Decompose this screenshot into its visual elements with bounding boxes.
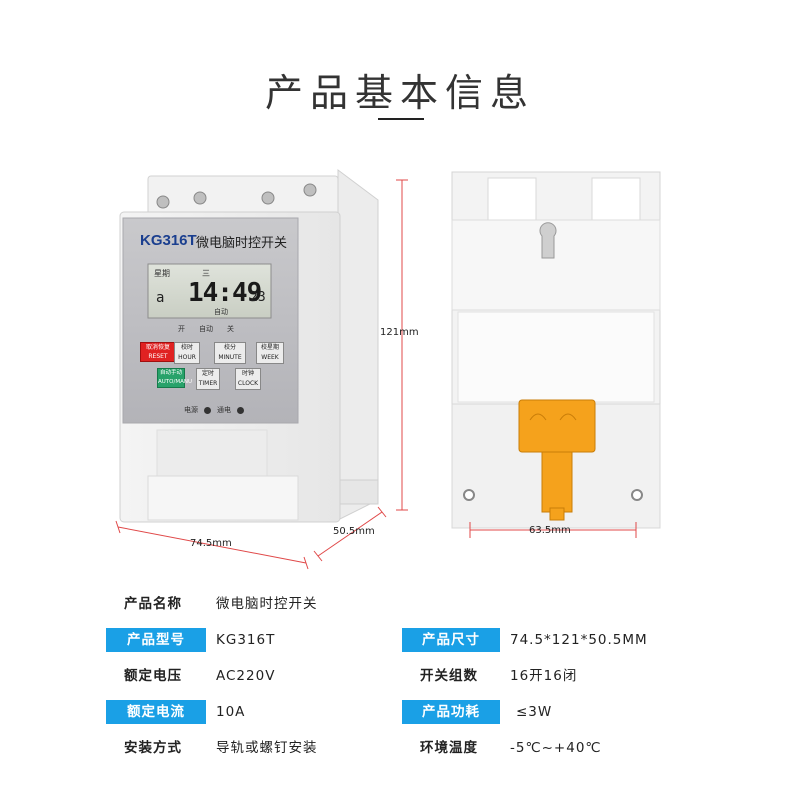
- switch-on-label: 开: [178, 325, 185, 333]
- reset-button-top: 取消恢复: [145, 344, 170, 351]
- reset-button[interactable]: 取消恢复 RESET: [140, 342, 176, 362]
- spec-value: KG316T: [216, 632, 276, 648]
- spec-value: ≤3W: [516, 704, 553, 720]
- week-button-bottom: WEEK: [261, 354, 279, 361]
- spec-value: 16开16闭: [510, 668, 578, 684]
- back-mid-panel: [457, 311, 655, 403]
- spec-row: 额定电流 10A 产品功耗 ≤3W: [106, 700, 696, 736]
- back-top-left-slot: [487, 177, 537, 223]
- mount-dimension-label: 63.5mm: [529, 525, 571, 536]
- model-label: KG316T: [140, 232, 197, 249]
- spec-value: 74.5*121*50.5MM: [510, 632, 648, 648]
- spec-label: 额定电压: [124, 668, 182, 684]
- lcd-weekday-label: 星期: [154, 269, 170, 278]
- lcd-weekday-value: 三: [202, 269, 210, 278]
- lcd-seconds: 23: [250, 290, 266, 305]
- auto-manu-button[interactable]: 自动手动 AUTO/MANU: [157, 368, 192, 388]
- dimension-lines: [115, 179, 408, 570]
- reset-button-bottom: RESET: [148, 353, 168, 360]
- power-indicator-label: 电源: [184, 406, 198, 414]
- switch-off-label: 关: [227, 325, 234, 333]
- terminal-screws: [156, 183, 317, 209]
- side-body: [337, 169, 379, 521]
- spec-row: 额定电压 AC220V 开关组数 16开16闭: [106, 664, 696, 700]
- back-top-right-slot: [591, 177, 641, 223]
- height-dimension-label: 121mm: [380, 327, 419, 338]
- spec-value: 导轨或螺钉安装: [216, 740, 318, 756]
- indicator-row: 电源 通电: [184, 405, 244, 415]
- minute-button-bottom: MINUTE: [218, 354, 242, 361]
- week-button-top: 校星期: [260, 344, 279, 351]
- clock-button-top: 时钟: [241, 370, 254, 377]
- spec-label: 产品尺寸: [402, 628, 500, 652]
- width-dimension-label: 74.5mm: [190, 538, 232, 549]
- clock-button-bottom: CLOCK: [237, 380, 259, 387]
- spec-label: 安装方式: [124, 740, 182, 756]
- timer-button-top: 定时: [201, 370, 214, 377]
- timer-button[interactable]: 定时 TIMER: [196, 368, 220, 390]
- bottom-cover: [147, 475, 299, 521]
- lcd-screen: [147, 263, 272, 319]
- minute-button[interactable]: 校分 MINUTE: [214, 342, 246, 364]
- lcd-left-digit: a: [156, 290, 165, 306]
- spec-table: 产品名称 微电脑时控开关 产品型号 KG316T 产品尺寸 74.5*121*5…: [106, 592, 696, 772]
- spec-value: 微电脑时控开关: [216, 596, 318, 612]
- on-indicator-label: 通电: [217, 406, 231, 414]
- spec-row: 产品名称 微电脑时控开关: [106, 592, 696, 628]
- auto-manu-button-bottom: AUTO/MANU: [158, 379, 192, 385]
- auto-manu-button-top: 自动手动: [159, 370, 182, 376]
- week-button[interactable]: 校星期 WEEK: [256, 342, 284, 364]
- spec-value: -5℃~+40℃: [510, 740, 602, 756]
- spec-value: 10A: [216, 704, 246, 720]
- lcd-mode: 自动: [214, 308, 228, 316]
- page-title: 产品基本信息: [264, 71, 535, 115]
- hour-button-top: 校时: [180, 344, 193, 351]
- switch-row: 开 自动 关: [178, 324, 234, 334]
- spec-value: AC220V: [216, 668, 276, 684]
- keyhole: [539, 222, 557, 259]
- back-top-band: [451, 219, 661, 311]
- lcd-time: 14:49: [188, 278, 262, 308]
- spec-label: 产品型号: [106, 628, 206, 652]
- spec-row: 安装方式 导轨或螺钉安装 环境温度 -5℃~+40℃: [106, 736, 696, 772]
- din-foot: [337, 479, 379, 505]
- depth-dimension-label: 50.5mm: [333, 526, 375, 537]
- product-name-label: 微电脑时控开关: [196, 236, 288, 251]
- clock-button[interactable]: 时钟 CLOCK: [235, 368, 261, 390]
- spec-label: 产品名称: [124, 596, 182, 612]
- hour-button-bottom: HOUR: [178, 354, 196, 361]
- power-indicator-led: [204, 406, 211, 414]
- din-clip: [518, 399, 596, 521]
- screw-holes: [463, 489, 643, 501]
- spec-label: 开关组数: [420, 668, 478, 684]
- spec-row: 产品型号 KG316T 产品尺寸 74.5*121*50.5MM: [106, 628, 696, 664]
- spec-label: 环境温度: [420, 740, 478, 756]
- minute-button-top: 校分: [223, 344, 236, 351]
- hour-button[interactable]: 校时 HOUR: [174, 342, 200, 364]
- switch-auto-label: 自动: [199, 325, 213, 333]
- spec-label: 产品功耗: [402, 700, 500, 724]
- timer-button-bottom: TIMER: [198, 380, 218, 387]
- spec-label: 额定电流: [106, 700, 206, 724]
- on-indicator-led: [237, 406, 244, 414]
- title-underline: [378, 118, 424, 120]
